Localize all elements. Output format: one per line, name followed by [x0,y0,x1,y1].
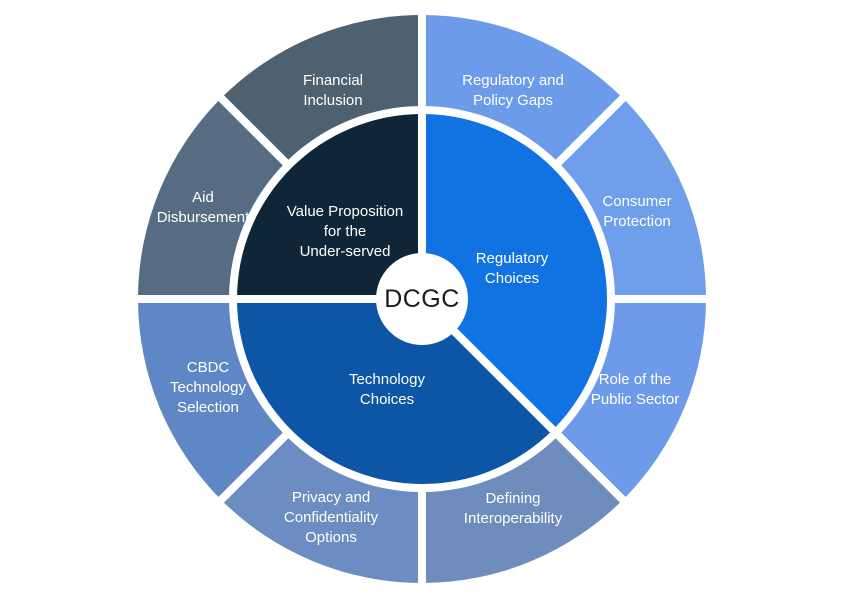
inner-ring [237,113,608,485]
separator-line [550,86,635,171]
separator-line [550,427,635,512]
inner-segment-regulatory-choices [422,113,608,430]
center-hub-circle [376,253,468,345]
separator-line [209,86,294,171]
separator-line [446,323,560,437]
inner-segment-technology-choices [237,299,553,485]
separator-line [209,427,294,512]
segment-separators [126,3,718,595]
inner-segment-value-proposition [237,114,422,299]
